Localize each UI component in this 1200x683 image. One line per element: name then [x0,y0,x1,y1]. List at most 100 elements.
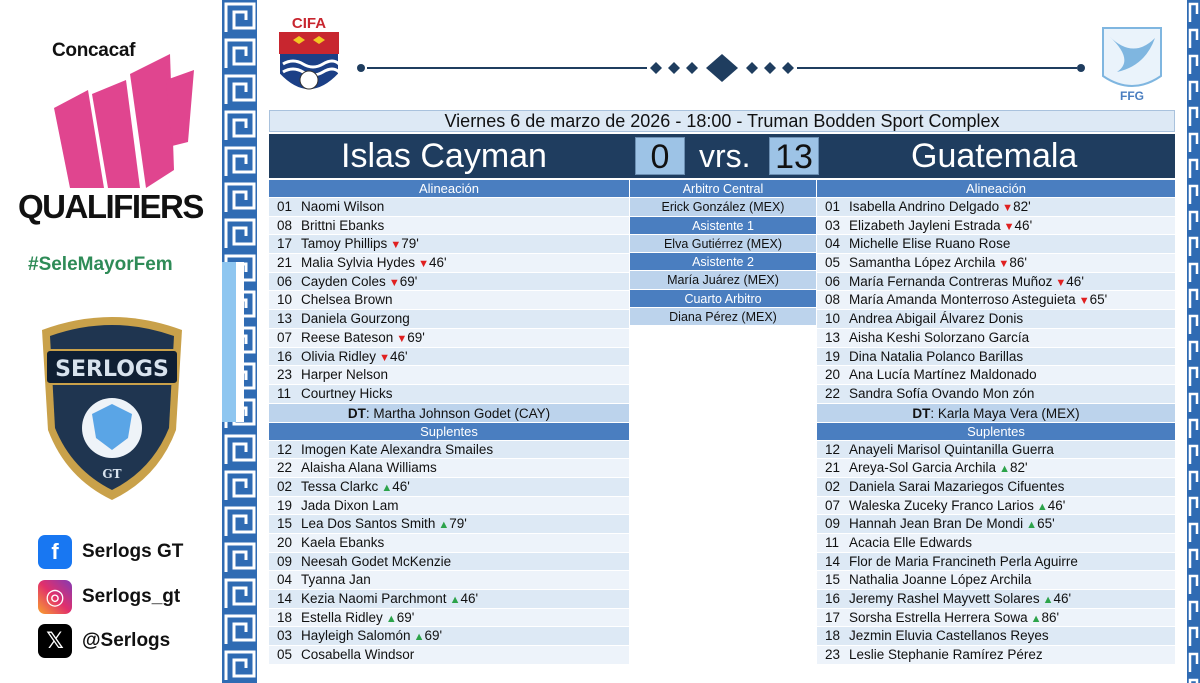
player-number: 21 [825,460,841,476]
away-coach-name: : Karla Maya Vera (MEX) [930,405,1080,421]
player-cell: Areya-Sol Garcia Archila ▲82' [845,459,1175,477]
player-cell: Olivia Ridley ▼46' [297,348,629,366]
sub-minute: 46' [1066,273,1084,289]
player-cell: Michelle Elise Ruano Rose [845,235,1175,253]
sub-in-arrow-icon: ▲ [410,631,425,644]
player-number: 12 [277,441,293,457]
player-name: María Fernanda Contreras Muñoz [849,273,1053,289]
home-lineup-header: Alineación [269,180,629,198]
player-name: Reese Bateson [301,329,394,345]
player-number: 18 [277,609,293,625]
player-number: 19 [277,497,293,513]
player-number: 17 [825,609,841,625]
player-cell: Malia Sylvia Hydes ▼46' [297,254,629,272]
instagram-label: Serlogs_gt [82,586,181,607]
player-cell: Flor de Maria Francineth Perla Aguirre [845,553,1175,571]
sub-minute: 69' [396,609,415,625]
player-cell: Jeremy Rashel Mayvett Solares ▲46' [845,590,1175,608]
sub-minute: 79' [449,516,467,532]
player-number: 14 [277,591,293,607]
player-number: 02 [277,478,293,494]
player-cell: Acacia Elle Edwards [845,534,1175,552]
player-number: 22 [825,385,841,401]
match-sheet: CIFA FFG Viernes 6 de [257,0,1187,683]
player-number: 13 [825,329,841,345]
player-name: Sorsha Estrella Herrera Sowa [849,609,1028,625]
player-cell: Ana Lucía Martínez Maldonado [845,366,1175,384]
player-number: 22 [277,460,293,476]
player-name: Jezmin Eluvia Castellanos Reyes [849,628,1049,644]
home-score: 0 [635,137,685,176]
left-dot-icon [357,64,365,72]
player-number: 06 [277,273,293,289]
player-name: Sandra Sofía Ovando Mon zón [849,385,1035,401]
instagram-icon: ◎ [38,580,72,614]
player-cell: Nathalia Joanne López Archila [845,571,1175,589]
divider-decoration [367,67,1077,69]
player-number: 08 [277,217,293,233]
player-number: 13 [277,311,293,327]
player-name: Acacia Elle Edwards [849,535,973,550]
sub-out-arrow-icon: ▼ [376,351,390,364]
player-name: Daniela Gourzong [301,311,410,327]
player-cell: Hayleigh Salomón ▲69' [297,627,629,645]
player-cell: Jezmin Eluvia Castellanos Reyes [845,627,1175,645]
player-number: 01 [277,199,293,214]
home-coach: DT: Martha Johnson Godet (CAY) [269,403,629,423]
player-name: Kaela Ebanks [301,535,385,550]
player-cell: Courtney Hicks [297,385,629,403]
player-name: Samantha López Archila [849,255,996,271]
player-cell: Hannah Jean Bran De Mondi ▲65' [845,515,1175,533]
player-name: Naomi Wilson [301,199,385,214]
sub-out-arrow-icon: ▼ [415,258,429,271]
player-cell: María Fernanda Contreras Muñoz ▼46' [845,273,1175,291]
sub-minute: 46' [392,478,410,494]
player-cell: Reese Bateson ▼69' [297,329,629,347]
sub-out-arrow-icon: ▼ [995,258,1010,271]
player-cell: Elizabeth Jayleni Estrada ▼46' [845,217,1175,235]
sub-minute: 82' [1010,460,1028,476]
social-facebook[interactable]: f Serlogs GT [38,535,183,569]
social-x[interactable]: 𝕏 @Serlogs [38,624,170,658]
player-number: 06 [825,273,841,289]
vs-label: vrs. [699,138,751,174]
player-cell: Sorsha Estrella Herrera Sowa ▲86' [845,609,1175,627]
player-number: 17 [277,236,293,252]
social-instagram[interactable]: ◎ Serlogs_gt [38,580,180,614]
ffg-logo-text: FFG [1120,89,1144,103]
player-number: 20 [825,367,841,383]
player-cell: Tessa Clarkc ▲46' [297,478,629,496]
player-number: 12 [825,441,841,457]
player-cell: Harper Nelson [297,366,629,384]
player-name: Olivia Ridley [301,348,377,364]
player-number: 16 [277,348,293,364]
player-name: Chelsea Brown [301,292,393,308]
player-number: 02 [825,478,841,494]
player-name: Jada Dixon Lam [301,497,399,513]
sub-minute: 46' [460,591,479,607]
player-row: 13 Daniela Gourzong [269,310,629,329]
away-coach: DT: Karla Maya Vera (MEX) [817,403,1175,423]
facebook-label: Serlogs GT [82,541,184,562]
sub-minute: 46' [389,348,408,364]
match-info: Viernes 6 de marzo de 2026 - 18:00 - Tru… [269,110,1175,132]
player-name: Leslie Stephanie Ramírez Pérez [849,647,1043,663]
player-number: 09 [825,516,841,532]
player-cell: Estella Ridley ▲69' [297,609,629,627]
left-meander-border [222,0,258,683]
player-row: 22 Sandra Sofía Ovando Mon zón [817,384,1175,404]
player-number: 07 [277,329,293,345]
